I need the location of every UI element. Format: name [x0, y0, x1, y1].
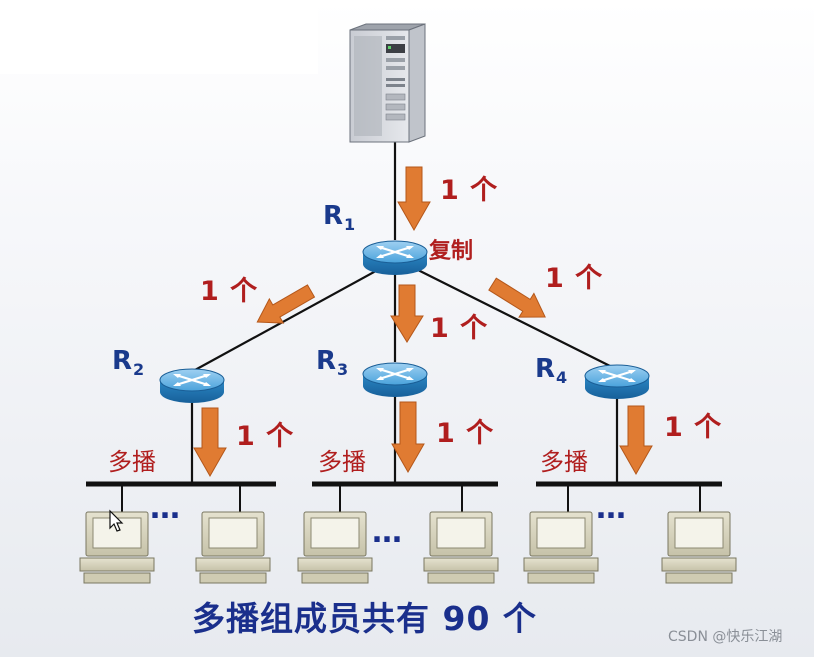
more-hosts-ellipsis-lan1: …	[150, 491, 180, 526]
count-label-r4-lan: 1 个	[664, 412, 723, 443]
link-r1-r4	[409, 265, 613, 368]
more-hosts-ellipsis-lan2: …	[372, 515, 402, 550]
router-label-r4: R4	[535, 354, 568, 387]
link-lines	[190, 142, 619, 484]
arrow-down-icon-r4-lan	[619, 405, 653, 476]
arrow-diagonal-icon-r1-r4	[488, 277, 546, 318]
copy-label: 复制	[429, 239, 474, 264]
count-label-r1-r4: 1 个	[545, 263, 604, 294]
count-label-r1-r2: 1 个	[200, 276, 259, 307]
multicast-label-lan3: 多播	[540, 448, 588, 476]
arrow-down-icon-server-r1	[397, 166, 431, 232]
lan-buses	[86, 481, 722, 512]
watermark: CSDN @快乐江湖	[668, 629, 783, 645]
router-icon-r1	[362, 240, 428, 275]
count-label-r1-r3: 1 个	[430, 313, 489, 344]
router-label-r2: R2	[112, 346, 145, 379]
router-label-r1: R1	[323, 201, 356, 234]
desktop-computer-icon	[195, 511, 271, 584]
multicast-label-lan2: 多播	[318, 448, 366, 476]
arrow-down-icon-r3-lan	[391, 401, 425, 474]
router-label-r3: R3	[316, 346, 349, 379]
diagram-caption: 多播组成员共有 90 个	[192, 599, 537, 638]
router-icon-r4	[584, 364, 650, 399]
arrow-diagonal-icon-r1-r2	[256, 284, 316, 324]
mouse-cursor-icon	[109, 509, 124, 532]
count-label-server-r1: 1 个	[440, 175, 499, 206]
router-icon-r3	[362, 362, 428, 397]
blank-patch	[0, 0, 318, 74]
link-r1-r2	[194, 265, 386, 371]
flow-arrows	[193, 166, 653, 478]
arrow-down-icon-r2-lan	[193, 407, 227, 478]
multicast-label-lan1: 多播	[108, 448, 156, 476]
desktop-computer-icon	[661, 511, 737, 584]
desktop-computer-icon	[423, 511, 499, 584]
router-icon-r2	[159, 368, 225, 403]
arrow-down-icon-r1-r3	[390, 284, 424, 343]
server-tower-icon	[349, 23, 426, 143]
more-hosts-ellipsis-lan3: …	[596, 491, 626, 526]
desktop-computer-icon	[523, 511, 599, 584]
desktop-computer-icon	[297, 511, 373, 584]
count-label-r2-lan: 1 个	[236, 421, 295, 452]
count-label-r3-lan: 1 个	[436, 418, 495, 449]
hosts	[79, 511, 737, 584]
